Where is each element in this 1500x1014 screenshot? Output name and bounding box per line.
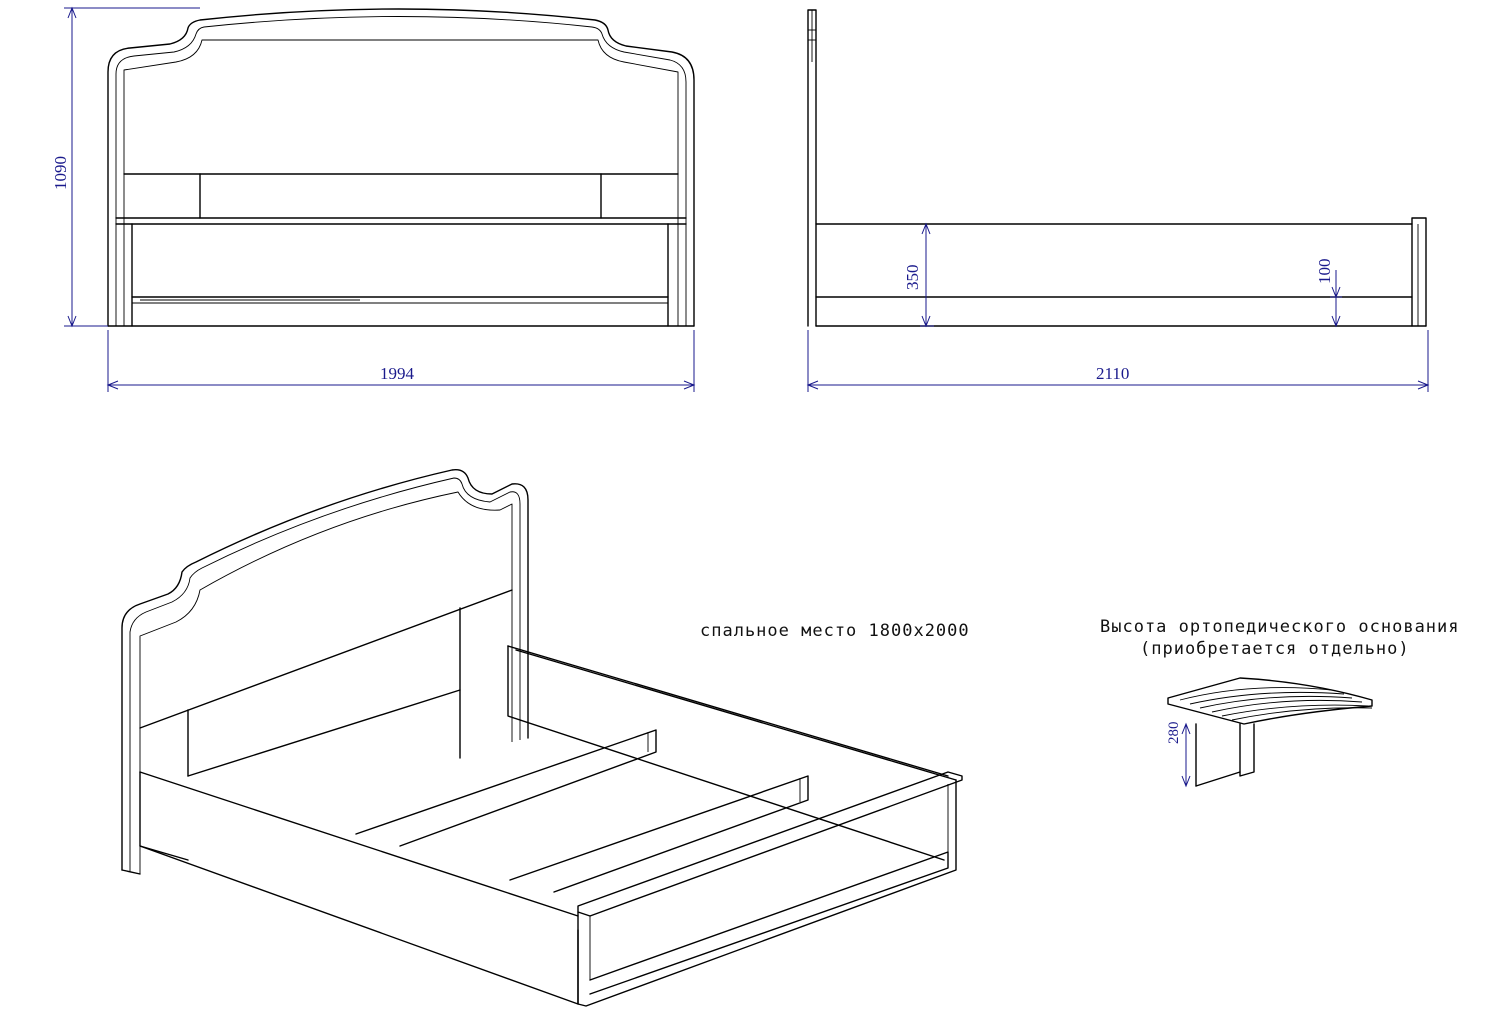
side-offset-label: 100 <box>1315 259 1334 285</box>
base-height-note: Высота ортопедического основания <box>1100 617 1460 637</box>
slat-base-detail: 280 <box>1166 677 1373 788</box>
side-view <box>807 9 1427 327</box>
isometric-view <box>121 468 963 1007</box>
side-dimensions: 350 100 2110 <box>806 222 1430 392</box>
front-width-label: 1994 <box>380 364 415 383</box>
front-view <box>107 8 695 327</box>
sleeping-area-note: спальное место 1800х2000 <box>700 621 970 641</box>
side-frame-height-label: 350 <box>903 265 922 291</box>
front-height-label: 1090 <box>51 156 70 190</box>
front-dimensions: 1090 1994 <box>51 6 696 392</box>
slat-height-label: 280 <box>1166 722 1182 745</box>
side-length-label: 2110 <box>1096 364 1129 383</box>
base-purchase-note: (приобретается отдельно) <box>1140 639 1410 659</box>
